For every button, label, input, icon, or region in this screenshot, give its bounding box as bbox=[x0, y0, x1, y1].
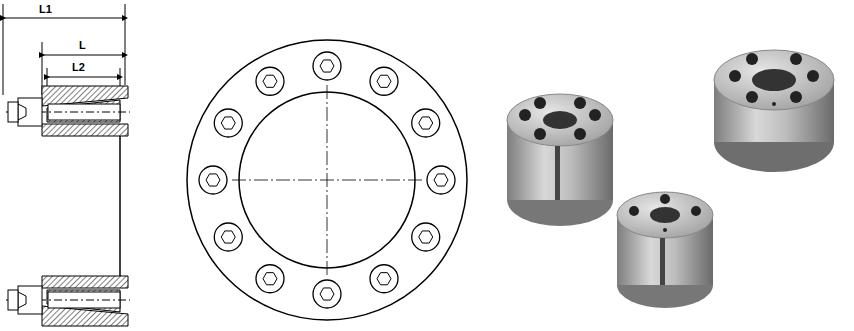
dimension-label: L bbox=[77, 40, 88, 51]
bolt-head bbox=[313, 52, 341, 80]
bolt-head bbox=[199, 166, 227, 194]
bolt-head bbox=[256, 265, 284, 293]
bolt-head bbox=[427, 166, 455, 194]
bolt-head bbox=[412, 109, 440, 137]
product-photos bbox=[507, 50, 834, 308]
section-bottom bbox=[6, 136, 130, 326]
bolt-head bbox=[370, 265, 398, 293]
section-top bbox=[6, 86, 130, 136]
bolt-head bbox=[313, 280, 341, 308]
locking-device-photo bbox=[507, 94, 613, 226]
bolt-head bbox=[412, 223, 440, 251]
front-view bbox=[187, 40, 467, 320]
dimension-lines bbox=[3, 4, 125, 95]
dimension-label: L2 bbox=[70, 62, 87, 73]
bolt-head bbox=[214, 109, 242, 137]
locking-device-photo bbox=[617, 192, 713, 308]
dimension-label: L1 bbox=[37, 4, 54, 15]
locking-device-photo bbox=[714, 50, 834, 172]
bolt-head bbox=[256, 67, 284, 95]
bolt-head bbox=[370, 67, 398, 95]
bolt-head bbox=[214, 223, 242, 251]
